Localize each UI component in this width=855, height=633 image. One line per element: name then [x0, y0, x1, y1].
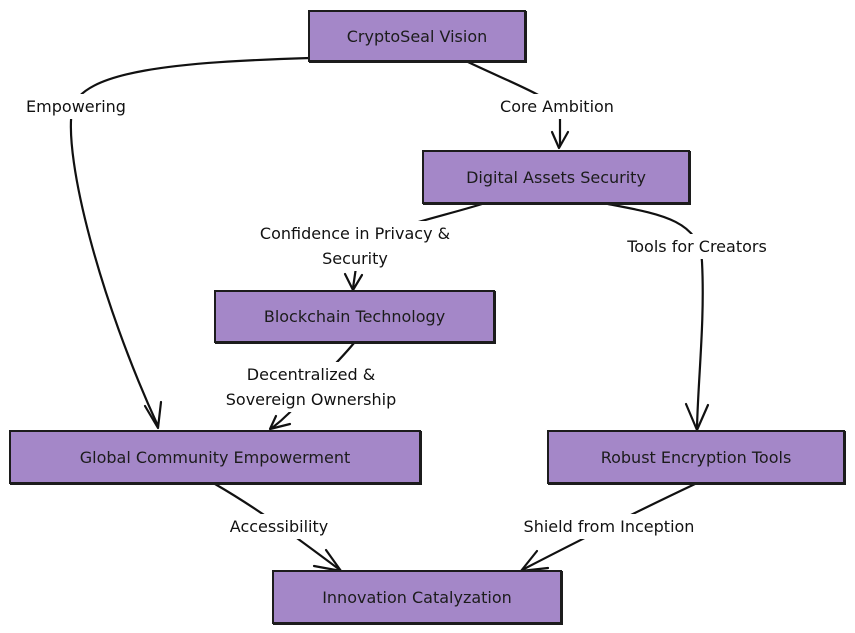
edge-label-privacy-line1: Confidence in Privacy & [259, 224, 451, 243]
edge-decentralized-arrowhead [268, 414, 292, 431]
node-global-community-empowerment[interactable]: Global Community Empowerment [9, 430, 421, 484]
edge-tools-creators [606, 202, 704, 430]
edge-core-ambition-arrowhead [550, 130, 570, 150]
edge-label-privacy-line2: Security [322, 249, 388, 268]
edge-label-empowering: Empowering [23, 94, 129, 119]
edge-label-core-ambition: Core Ambition [497, 94, 617, 119]
node-blockchain-technology[interactable]: Blockchain Technology [214, 290, 495, 343]
edge-label-decentralized-line2: Sovereign Ownership [225, 390, 397, 409]
node-cryptoseal-vision[interactable]: CryptoSeal Vision [308, 10, 526, 62]
edge-label-decentralized: Decentralized & Sovereign Ownership [222, 362, 400, 412]
edge-label-tools-creators: Tools for Creators [624, 234, 770, 259]
node-digital-assets-security[interactable]: Digital Assets Security [422, 150, 690, 204]
edge-empowering-arrowhead [143, 400, 163, 430]
edge-label-shield: Shield from Inception [520, 514, 698, 539]
node-robust-encryption-tools[interactable]: Robust Encryption Tools [547, 430, 845, 484]
edge-label-accessibility: Accessibility [226, 514, 332, 539]
edge-label-decentralized-line1: Decentralized & [246, 365, 376, 384]
edge-label-privacy: Confidence in Privacy & Security [256, 221, 454, 271]
node-innovation-catalyzation[interactable]: Innovation Catalyzation [272, 570, 562, 624]
